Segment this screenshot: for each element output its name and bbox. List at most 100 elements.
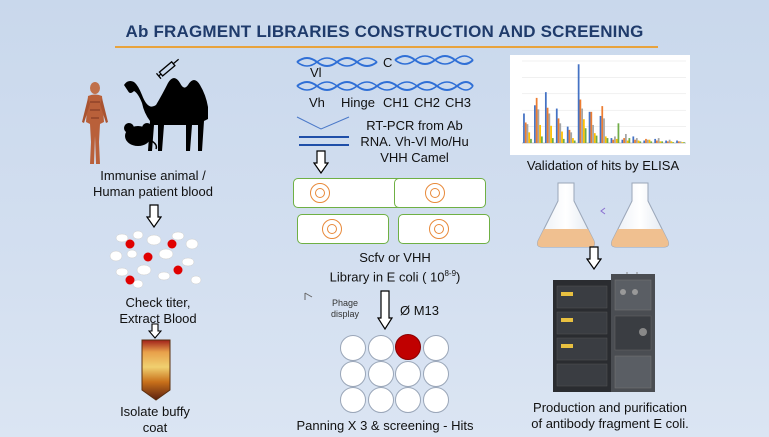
library-label: Scfv or VHH Library in E coli ( 108-9)	[300, 250, 490, 285]
chart-bar	[650, 141, 653, 143]
isolate-line-2: coat	[142, 420, 168, 435]
library-line-1: Scfv or VHH	[359, 250, 431, 265]
chart-bar	[656, 140, 658, 143]
chart-bar	[557, 118, 560, 143]
well	[423, 361, 449, 387]
domain-ch2: CH2	[414, 95, 441, 110]
chart-bar	[595, 135, 598, 143]
immunise-label: Immunise animal / Human patient blood	[78, 168, 228, 200]
chart-bar	[626, 140, 629, 143]
immunise-line-2: Human patient blood	[93, 184, 213, 199]
chart-bar	[562, 138, 565, 143]
colony-icon	[429, 219, 449, 239]
chart-bar	[681, 142, 684, 143]
chart-bar	[635, 138, 638, 143]
chart-bar	[645, 138, 647, 143]
chart-bar	[615, 138, 618, 143]
library-exponent: 8-9	[444, 269, 457, 278]
chart-bar	[646, 139, 649, 143]
isolate-line-1: Isolate buffy	[120, 404, 190, 419]
chart-bar	[657, 138, 660, 143]
chart-bar	[588, 111, 591, 143]
chart-bar	[568, 129, 571, 143]
mouse-icon	[124, 123, 158, 150]
domain-ch3: CH3	[445, 95, 472, 110]
domain-vh: Vh	[309, 95, 325, 110]
chart-bar	[530, 138, 532, 143]
arrow-down-icon	[586, 246, 602, 270]
chart-bar	[612, 139, 615, 143]
chart-bar	[573, 140, 576, 143]
chart-bar	[632, 136, 635, 143]
chart-bar	[670, 141, 673, 143]
chart-bar	[599, 115, 602, 143]
colony-icon	[310, 183, 330, 203]
chart-bar	[654, 138, 657, 143]
chromatography-system-icon	[553, 272, 655, 392]
chart-bar	[639, 141, 642, 143]
chart-bar	[548, 113, 551, 143]
arrow-down-icon	[377, 290, 393, 330]
hit-well	[395, 334, 421, 360]
check-titer-label: Check titer, Extract Blood	[98, 295, 218, 327]
colony-icon	[425, 183, 445, 203]
well	[395, 361, 421, 387]
chart-bar	[526, 124, 529, 143]
chart-bar	[679, 141, 682, 143]
chart-bar	[672, 142, 674, 143]
arrow-down-icon	[148, 323, 162, 339]
flasks-icon	[537, 182, 669, 248]
chart-bar	[551, 138, 554, 143]
arrow-down-icon	[313, 150, 329, 174]
rtpcr-line-1: RT-PCR from Ab	[366, 118, 463, 133]
check-titer-line-2: Extract Blood	[119, 311, 197, 326]
chart-bar	[555, 108, 558, 143]
well	[340, 335, 366, 361]
chart-bar	[572, 138, 574, 143]
domain-ch1: CH1	[383, 95, 410, 110]
chart-bar	[624, 133, 627, 143]
phage-line-2: display	[330, 309, 359, 319]
blood-cells-icon	[109, 230, 202, 289]
well	[368, 335, 394, 361]
chart-bar	[566, 126, 569, 143]
chart-bar	[528, 132, 531, 143]
library-close: )	[456, 269, 461, 285]
chart-bar	[544, 92, 547, 143]
chart-bar	[643, 140, 646, 143]
chart-bar	[610, 138, 613, 143]
chart-bar	[666, 141, 669, 143]
rtpcr-label: RT-PCR from Ab RNA. Vh-Vl Mo/Hu VHH Came…	[357, 118, 472, 166]
rtpcr-line-2: RNA. Vh-Vl Mo/Hu	[360, 134, 469, 149]
camel-icon	[124, 78, 208, 151]
domain-hinge: Hinge	[341, 95, 375, 110]
chart-bar	[561, 131, 563, 143]
chart-bar	[628, 138, 631, 143]
chart-bar	[676, 140, 678, 143]
phage-line-1: Phage	[331, 298, 359, 308]
chart-bar	[579, 99, 582, 143]
chart-bar	[617, 123, 620, 143]
panning-label: Panning X 3 & screening - Hits	[296, 418, 474, 433]
chart-bar	[659, 141, 662, 143]
arrow-down-icon	[146, 204, 162, 228]
well	[395, 387, 421, 413]
well	[423, 387, 449, 413]
immunise-line-1: Immunise animal /	[100, 168, 206, 183]
colony-icon	[322, 219, 342, 239]
elisa-bar-chart	[510, 55, 690, 155]
chart-bar	[621, 139, 624, 143]
chart-bar	[677, 141, 680, 143]
arrowhead-icon	[304, 292, 313, 300]
dna-chain-icon	[296, 55, 474, 91]
check-titer-line-1: Check titer,	[125, 295, 191, 310]
well	[368, 361, 394, 387]
chart-bar	[623, 138, 625, 143]
chart-bar	[570, 132, 573, 143]
m13-label: Ø M13	[400, 303, 440, 318]
library-plate	[394, 178, 486, 208]
page-title: Ab FRAGMENT LIBRARIES CONSTRUCTION AND S…	[125, 22, 644, 41]
isolate-label: Isolate buffy coat	[100, 404, 210, 436]
chart-bar	[539, 124, 542, 143]
chart-bar	[668, 139, 671, 143]
